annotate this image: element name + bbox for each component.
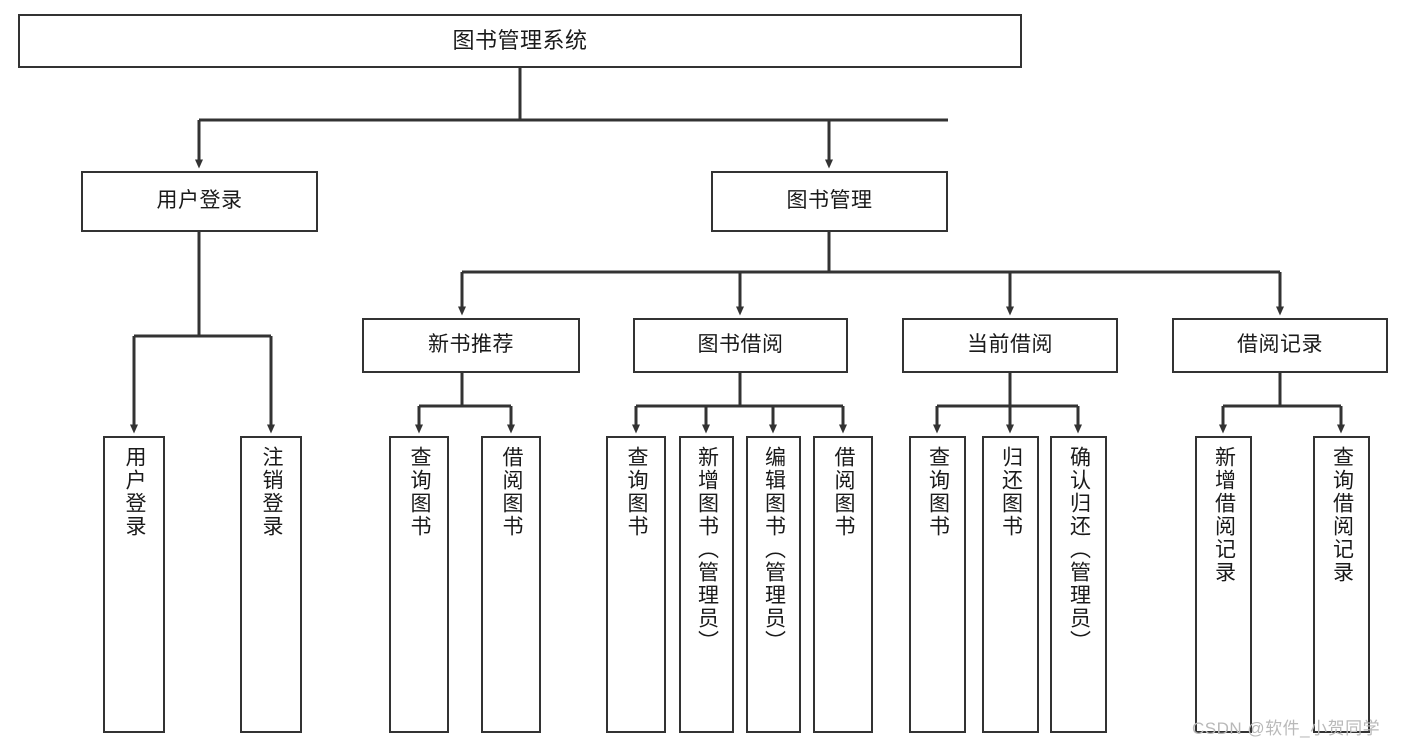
- leaf-edit-book-admin[interactable]: 编辑图书（管理员）: [746, 436, 801, 733]
- node-label: 图书管理系统: [452, 28, 588, 54]
- node-label: 编辑图书（管理员）: [762, 446, 786, 653]
- node-label: 新增图书（管理员）: [695, 446, 719, 653]
- leaf-query-books-newbook[interactable]: 查询图书: [389, 436, 449, 733]
- leaf-add-book-admin[interactable]: 新增图书（管理员）: [679, 436, 734, 733]
- node-current-borrowing[interactable]: 当前借阅: [902, 318, 1118, 373]
- node-label: 图书管理: [786, 189, 873, 213]
- node-label: 借阅图书: [832, 446, 856, 538]
- leaf-query-books-current[interactable]: 查询图书: [909, 436, 966, 733]
- leaf-confirm-return-admin[interactable]: 确认归还（管理员）: [1050, 436, 1107, 733]
- node-label: 查询图书: [625, 446, 649, 538]
- node-book-borrowing[interactable]: 图书借阅: [633, 318, 848, 373]
- leaf-borrow-books-newbook[interactable]: 借阅图书: [481, 436, 541, 733]
- leaf-add-borrow-record[interactable]: 新增借阅记录: [1195, 436, 1252, 733]
- node-label: 图书借阅: [697, 333, 784, 357]
- leaf-logout[interactable]: 注销登录: [240, 436, 302, 733]
- node-label: 用户登录: [123, 446, 147, 538]
- leaf-query-books-borrowing[interactable]: 查询图书: [606, 436, 666, 733]
- node-label: 新增借阅记录: [1212, 446, 1236, 584]
- node-borrow-records[interactable]: 借阅记录: [1172, 318, 1388, 373]
- csdn-watermark: CSDN @软件_小贺同学: [1192, 719, 1381, 738]
- node-label: 新书推荐: [428, 333, 514, 357]
- leaf-borrow-books-borrowing[interactable]: 借阅图书: [813, 436, 873, 733]
- node-label: 查询借阅记录: [1330, 446, 1354, 584]
- node-label: 借阅记录: [1237, 333, 1323, 357]
- node-label: 借阅图书: [500, 446, 524, 538]
- node-label: 用户登录: [156, 189, 243, 213]
- node-label: 当前借阅: [967, 333, 1053, 357]
- leaf-user-login[interactable]: 用户登录: [103, 436, 165, 733]
- node-book-management[interactable]: 图书管理: [711, 171, 948, 232]
- node-label: 查询图书: [926, 446, 950, 538]
- node-new-book-recommendation[interactable]: 新书推荐: [362, 318, 580, 373]
- leaf-return-books[interactable]: 归还图书: [982, 436, 1039, 733]
- leaf-query-borrow-record[interactable]: 查询借阅记录: [1313, 436, 1370, 733]
- node-label: 确认归还（管理员）: [1067, 446, 1091, 653]
- node-label: 查询图书: [408, 446, 432, 538]
- node-user-login[interactable]: 用户登录: [81, 171, 318, 232]
- node-label: 归还图书: [999, 446, 1023, 538]
- node-label: 注销登录: [260, 446, 284, 538]
- node-root-book-management-system[interactable]: 图书管理系统: [18, 14, 1022, 68]
